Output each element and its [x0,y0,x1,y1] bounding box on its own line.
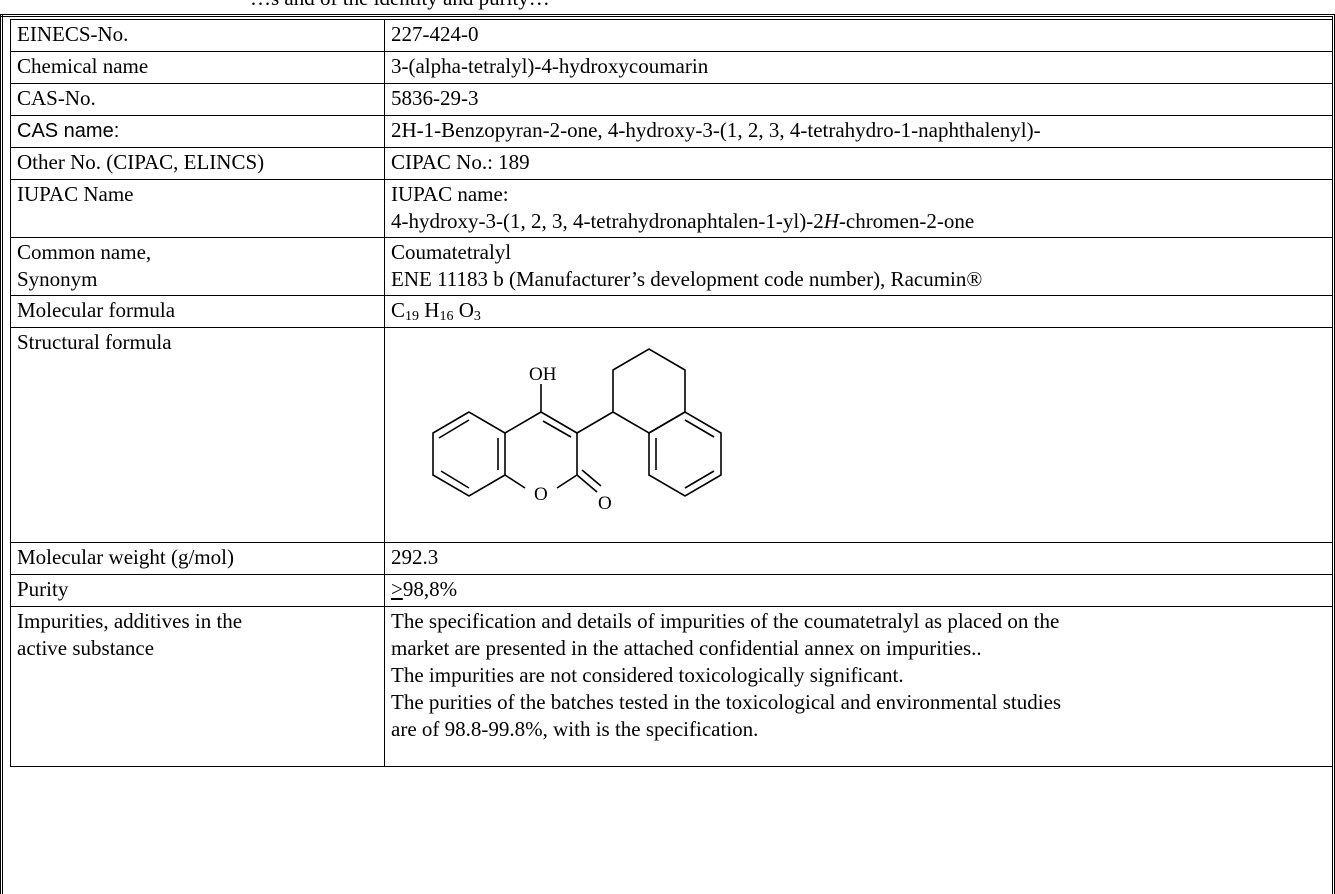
formula-c-sub: 19 [405,309,420,324]
benzo-inner-bond [440,470,470,489]
synonym-value: ENE 11183 b (Manufacturer’s development … [391,267,983,291]
common-name-label-2: Synonym [17,267,98,291]
page-top-text: …s and of the identity and purity… [250,0,550,11]
table-row: Common name, Synonym Coumatetralyl ENE 1… [10,237,1333,296]
row-value: IUPAC name: 4-hydroxy-3-(1, 2, 3, 4-tetr… [384,179,1333,238]
impurities-label-2: active substance [17,636,155,660]
bond-double [542,420,572,438]
bond [576,411,614,434]
row-label: CAS-No. [10,83,385,116]
table-row: Structural formula [10,327,1333,543]
table-row: Molecular formula C19 H16 O3 [10,295,1333,328]
row-value: CIPAC No.: 189 [384,147,1333,180]
purity-value: 98,8% [402,577,458,601]
common-name-value: Coumatetralyl [391,240,512,264]
bond [540,411,578,434]
impurities-text: are of 98.8-99.8%, with is the specifica… [391,717,759,741]
common-name-label-1: Common name, [17,240,152,264]
table-row: EINECS-No. 227-424-0 [10,19,1333,52]
table-row: Other No. (CIPAC, ELINCS) CIPAC No.: 189 [10,147,1333,180]
row-value: 2H-1-Benzopyran-2-one, 4-hydroxy-3-(1, 2… [384,115,1333,148]
carbonyl-bond [576,474,598,493]
structure-cell: OH O O [384,327,1333,543]
carbonyl-bond [581,469,602,487]
row-value: The specification and details of impurit… [384,606,1333,767]
row-value: 227-424-0 [384,19,1333,52]
formula-h: H [424,298,440,322]
row-value: 292.3 [384,542,1333,575]
table-row: CAS name: 2H-1-Benzopyran-2-one, 4-hydro… [10,115,1333,148]
row-label: Impurities, additives in the active subs… [10,606,385,767]
formula-o-sub: 3 [473,309,481,324]
table-row: Chemical name 3-(alpha-tetralyl)-4-hydro… [10,51,1333,84]
identity-table: EINECS-No. 227-424-0 Chemical name 3-(al… [10,19,1333,767]
row-value: 5836-29-3 [384,83,1333,116]
bond [504,411,542,434]
row-value: 3-(alpha-tetralyl)-4-hydroxycoumarin [384,51,1333,84]
page-left-rule [0,14,5,894]
iupac-text-a: 4-hydroxy-3-(1, 2, 3, 4-tetrahydronaphta… [391,209,824,233]
table-row: Impurities, additives in the active subs… [10,606,1333,767]
impurities-label-1: Impurities, additives in the [17,609,243,633]
page-frame [0,14,1335,894]
benzo-ring [432,411,506,497]
impurities-text: market are presented in the attached con… [391,636,982,660]
carbonyl-oxygen-label: O [598,493,612,514]
bond [504,474,526,489]
iupac-italic-h: H [823,209,839,233]
impurities-text: The impurities are not considered toxico… [391,663,904,687]
formula-o: O [458,298,474,322]
tetralin-aromatic-ring [648,411,722,497]
table-row: CAS-No. 5836-29-3 [10,83,1333,116]
iupac-line-2: 4-hydroxy-3-(1, 2, 3, 4-tetrahydronaphta… [391,208,1326,235]
row-label: Molecular formula [10,295,385,328]
ring-oxygen-label: O [534,484,548,505]
row-value: Coumatetralyl ENE 11183 b (Manufacturer’… [384,237,1333,296]
row-value: >98,8% [384,574,1333,607]
impurities-text: The purities of the batches tested in th… [391,690,1062,714]
bond [556,474,578,489]
tetralin-inner-bond [684,470,715,489]
row-label: Common name, Synonym [10,237,385,296]
row-value: C19 H16 O3 [384,295,1333,328]
purity-ge-sign: > [391,577,403,601]
table-row: Molecular weight (g/mol) 292.3 [10,542,1333,575]
row-label: Other No. (CIPAC, ELINCS) [10,147,385,180]
formula-c: C [391,298,406,322]
tetralin-saturated-ring [612,348,686,434]
row-label: Chemical name [10,51,385,84]
table-row: IUPAC Name IUPAC name: 4-hydroxy-3-(1, 2… [10,179,1333,238]
row-label: CAS name: [10,115,385,148]
oh-label: OH [529,364,557,385]
cas-name-label: CAS name: [17,120,120,142]
impurities-text: The specification and details of impurit… [391,609,1060,633]
iupac-text-b: -chromen-2-one [838,209,975,233]
structural-formula-diagram: OH O O [432,348,722,514]
row-label: IUPAC Name [10,179,385,238]
tetralin-inner-bond [684,419,715,438]
benzo-inner-bond [438,419,470,439]
table-row: Purity >98,8% [10,574,1333,607]
formula-h-sub: 16 [439,309,454,324]
row-label: Structural formula [10,327,385,543]
row-label: Molecular weight (g/mol) [10,542,385,575]
row-label: Purity [10,574,385,607]
iupac-line-1: IUPAC name: [391,182,509,206]
row-label: EINECS-No. [10,19,385,52]
